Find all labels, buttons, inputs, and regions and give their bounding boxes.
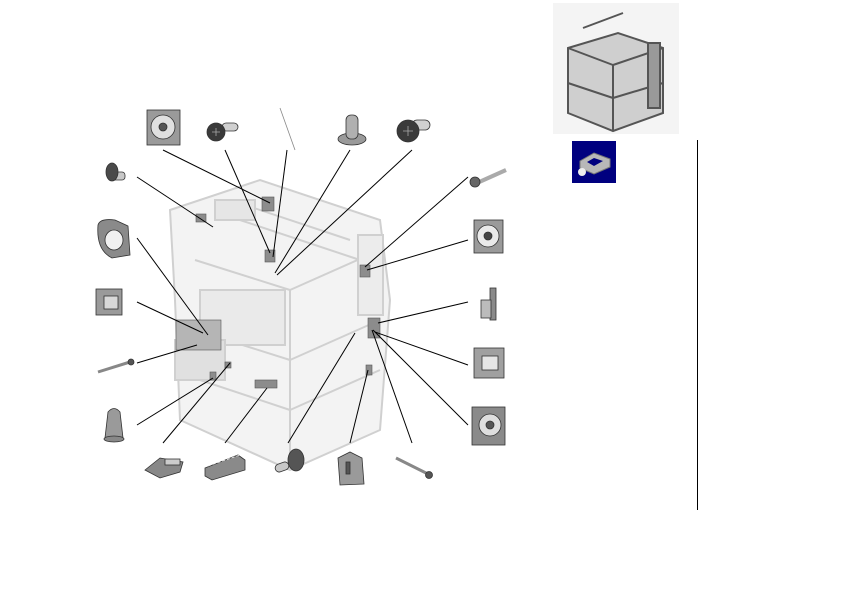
long-screw-icon[interactable] bbox=[97, 358, 135, 374]
leader-line bbox=[136, 377, 214, 426]
leader-line bbox=[224, 149, 271, 254]
divider-line bbox=[697, 140, 698, 510]
assembly-thumbnail bbox=[553, 3, 679, 134]
bracket-icon[interactable] bbox=[95, 288, 123, 316]
leader-line bbox=[371, 329, 413, 444]
fan-icon[interactable] bbox=[146, 109, 181, 146]
leader-line bbox=[349, 369, 369, 444]
leader-line bbox=[274, 149, 351, 274]
leader-line bbox=[162, 362, 231, 444]
blower-icon[interactable] bbox=[97, 219, 131, 259]
pan-head-screw-icon[interactable] bbox=[206, 122, 239, 142]
flange-screw-icon[interactable] bbox=[469, 168, 507, 188]
cone-spacer-icon[interactable] bbox=[103, 408, 125, 443]
leader-line bbox=[374, 331, 469, 366]
leader-line bbox=[372, 329, 469, 426]
chassis-frame bbox=[168, 178, 392, 472]
leader-line bbox=[377, 301, 469, 324]
leader-line bbox=[136, 301, 204, 334]
fan-icon[interactable] bbox=[471, 406, 506, 446]
leader-line bbox=[162, 149, 271, 204]
frame-model-icon bbox=[578, 152, 611, 176]
pan-head-screw-icon[interactable] bbox=[396, 119, 431, 143]
leader-lines bbox=[136, 107, 469, 444]
bracket-icon[interactable] bbox=[473, 347, 505, 379]
leader-line bbox=[272, 149, 288, 258]
long-screw-icon[interactable] bbox=[395, 456, 433, 479]
frame-model-button[interactable] bbox=[572, 141, 616, 183]
leader-line bbox=[364, 176, 469, 268]
leader-line bbox=[276, 149, 413, 276]
leader-line bbox=[136, 237, 209, 336]
leader-line bbox=[224, 387, 268, 444]
leader-line bbox=[279, 107, 296, 151]
mounted-parts bbox=[175, 196, 381, 389]
leader-line bbox=[366, 239, 469, 271]
small-bracket-icon[interactable] bbox=[480, 287, 497, 321]
latch-clip-icon[interactable] bbox=[337, 451, 365, 486]
shoulder-screw-icon[interactable] bbox=[105, 162, 126, 182]
fan-icon[interactable] bbox=[473, 219, 504, 254]
leader-line bbox=[136, 176, 214, 228]
frame-assembly-icon bbox=[567, 12, 664, 133]
clip-icon[interactable] bbox=[144, 457, 184, 479]
leader-line bbox=[287, 332, 356, 444]
leader-line bbox=[136, 344, 198, 364]
standoff-icon[interactable] bbox=[337, 114, 367, 146]
connector-icon[interactable] bbox=[204, 454, 246, 481]
standoff-icon[interactable] bbox=[274, 448, 305, 473]
